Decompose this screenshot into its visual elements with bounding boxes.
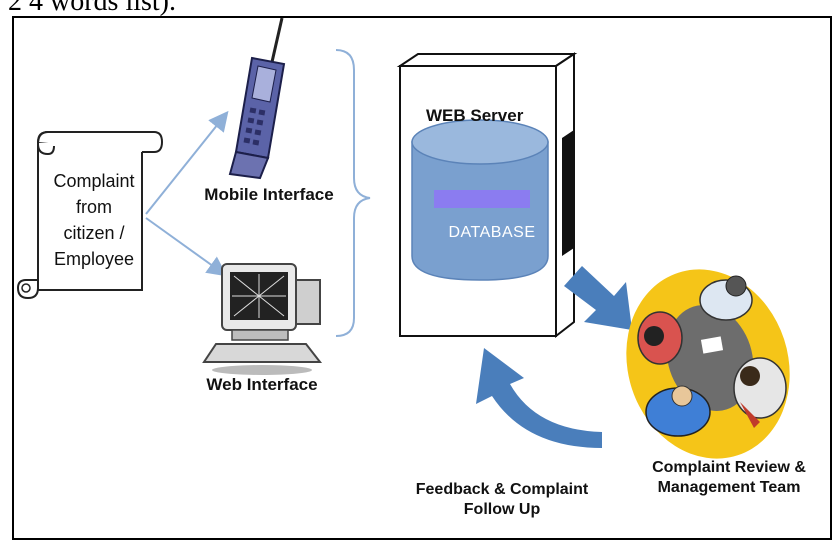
computer-icon — [202, 263, 323, 375]
feedback-line: Follow Up — [463, 501, 541, 518]
complaint-source-text: Complaint from citizen / Employee — [36, 168, 152, 272]
complaint-source-line: citizen / — [63, 223, 125, 244]
team-meeting-icon — [626, 269, 790, 459]
cutoff-header-text: 2 4 words list). — [8, 0, 176, 17]
arrow-server-to-team — [564, 266, 632, 330]
diagram-frame: Complaint from citizen / Employee Mobile… — [12, 16, 832, 540]
web-server-title: WEB Server — [426, 106, 524, 125]
complaint-source-line: from — [76, 197, 112, 218]
web-interface-label: Web Interface — [206, 375, 318, 394]
complaint-source-line: Employee — [53, 249, 135, 270]
feedback-curved-arrow — [476, 348, 602, 472]
arrow-to-web — [145, 217, 228, 277]
complaint-scroll-icon — [16, 131, 164, 300]
database-label: DATABASE — [448, 224, 536, 241]
arrow-to-mobile — [145, 110, 229, 215]
grouping-brace — [335, 49, 371, 337]
complaint-source-line: Complaint — [53, 171, 135, 191]
diagram-graphics — [16, 18, 790, 472]
mobile-phone-icon — [228, 18, 286, 180]
review-team-label: Complaint Review & Management Team — [634, 458, 824, 498]
feedback-line: Feedback & Complaint — [415, 481, 589, 498]
feedback-label: Feedback & Complaint Follow Up — [400, 480, 604, 520]
review-team-line: Complaint Review & — [652, 459, 806, 476]
review-team-line: Management Team — [657, 479, 801, 496]
mobile-interface-label: Mobile Interface — [204, 185, 334, 204]
database-cylinder-icon — [411, 119, 549, 281]
